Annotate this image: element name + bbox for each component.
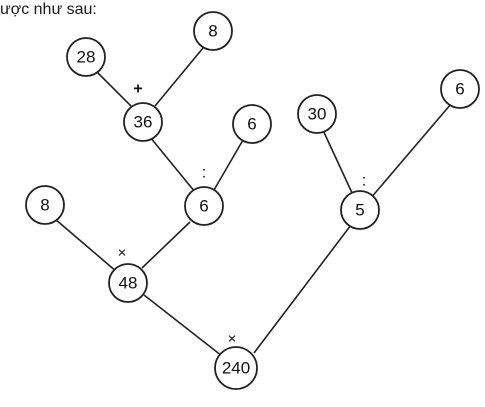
node-30: 30 [297, 94, 337, 134]
operator-times-left: × [118, 245, 127, 262]
node-value: 28 [77, 48, 96, 67]
node-value: 6 [247, 115, 256, 134]
node-value: 30 [308, 105, 327, 124]
edge-8-36 [154, 47, 204, 107]
node-value: 5 [355, 201, 364, 220]
node-8-left: 8 [25, 185, 65, 225]
node-48: 48 [108, 263, 148, 303]
node-8-top: 8 [193, 11, 233, 51]
edge-36-6 [149, 136, 196, 193]
edge-28-36 [94, 69, 134, 109]
node-6-right: 6 [440, 69, 480, 109]
edge-48-240 [143, 294, 223, 357]
node-value: 240 [222, 359, 250, 378]
operator-divide-left: : [202, 165, 206, 182]
node-value: 8 [40, 196, 49, 215]
operator-plus: + [133, 81, 142, 98]
caption-text: ược như sau: [0, 1, 97, 18]
edges [54, 47, 452, 357]
edge-6top-6 [213, 139, 244, 191]
edge-30-5 [321, 127, 354, 196]
node-value: 6 [455, 80, 464, 99]
edge-6-48 [141, 221, 191, 269]
node-6-mid: 6 [184, 186, 224, 226]
node-6-top: 6 [232, 104, 272, 144]
edge-5-240 [253, 224, 352, 354]
node-value: 36 [134, 113, 153, 132]
operator-times-bottom: × [228, 331, 237, 348]
node-value: 6 [199, 197, 208, 216]
node-value: 8 [208, 22, 217, 41]
node-5: 5 [340, 190, 380, 230]
edge-8-48 [54, 218, 118, 273]
node-28: 28 [66, 37, 106, 77]
operator-divide-right: : [362, 173, 366, 190]
edge-6right-5 [369, 103, 452, 200]
node-36: 36 [123, 102, 163, 142]
node-240: 240 [214, 346, 258, 390]
node-value: 48 [119, 274, 138, 293]
